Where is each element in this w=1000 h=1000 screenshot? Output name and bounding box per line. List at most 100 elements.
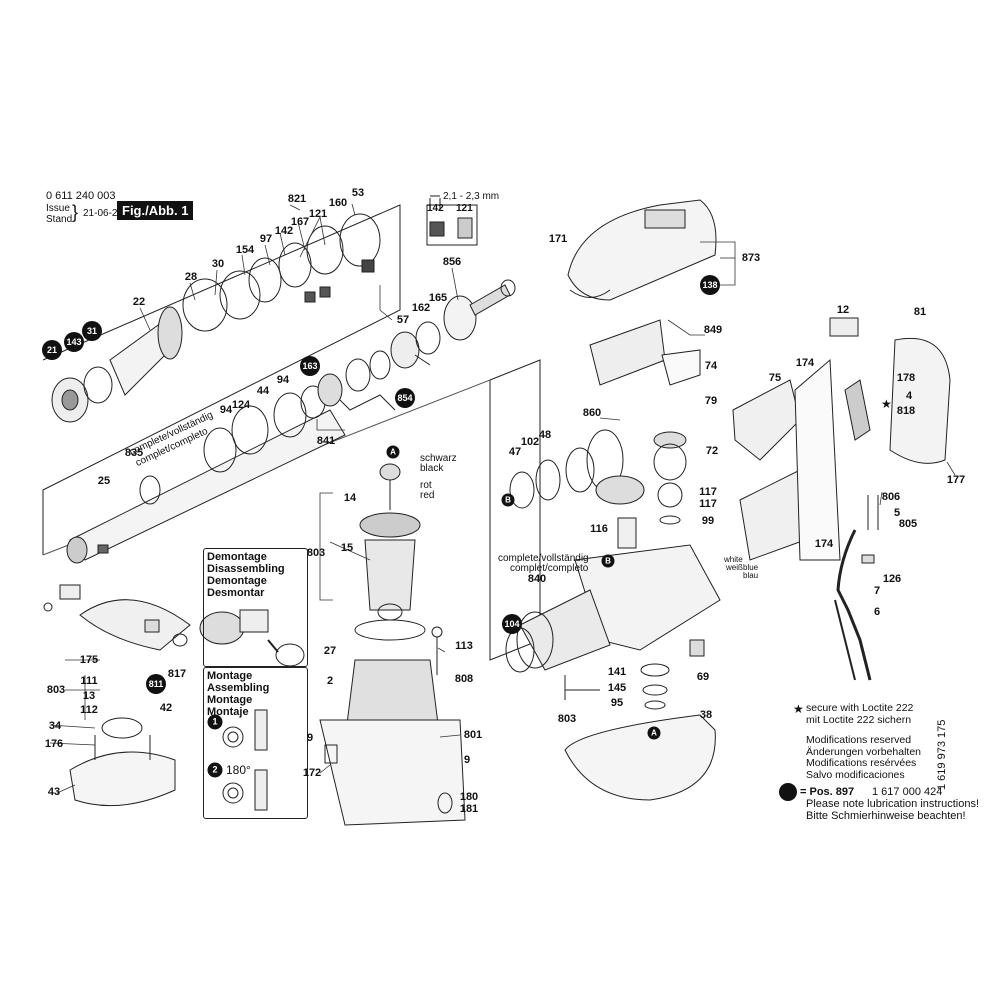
- loctite-star: ★: [793, 702, 804, 716]
- callout: 154: [235, 244, 255, 256]
- callout: 94: [276, 374, 290, 386]
- top-cover: [567, 199, 717, 301]
- lubricated-callout: 163: [300, 356, 320, 376]
- callout: 177: [946, 474, 966, 486]
- lubricated-callout: 811: [146, 674, 166, 694]
- callout: 38: [699, 709, 713, 721]
- handle-assembly: [732, 317, 951, 681]
- callout: 172: [302, 767, 322, 779]
- wire-label-schwarz: schwarz: [420, 453, 457, 464]
- callout: 94: [219, 404, 233, 416]
- demontage-line-3: Demontage: [207, 575, 267, 587]
- callout: 181: [459, 803, 479, 815]
- side-code: 1 619 973 175: [936, 719, 948, 790]
- callout: 113: [455, 640, 473, 652]
- wire-label-red: red: [420, 490, 435, 501]
- callout: 803: [46, 684, 66, 696]
- callout: 165: [428, 292, 448, 304]
- callout: 74: [704, 360, 718, 372]
- lubricated-callout: 854: [395, 388, 415, 408]
- callout: 4: [905, 390, 913, 402]
- marker-b-left: B: [501, 493, 515, 507]
- callout: 7: [873, 585, 881, 597]
- wire-label-rot: rot: [420, 480, 432, 491]
- figure-label: Fig./Abb. 1: [117, 201, 194, 220]
- notes-block: secure with Loctite 222 mit Loctite 222 …: [806, 702, 921, 781]
- montage-box: Montage Assembling Montage Montaje: [203, 667, 308, 819]
- stand-label: Stand: [46, 214, 73, 225]
- demontage-line-2: Disassembling: [207, 563, 285, 575]
- callout: 116: [590, 523, 608, 535]
- callout: 167: [290, 216, 310, 228]
- callout: 808: [454, 673, 474, 685]
- callout: 97: [259, 233, 273, 245]
- callout: 25: [97, 475, 111, 487]
- callout: 112: [80, 704, 98, 716]
- gear-housing: [505, 544, 721, 710]
- callout: 178: [896, 372, 916, 384]
- note-mod-3: Modifications resérvées: [806, 757, 917, 769]
- callout: 817: [167, 668, 187, 680]
- marker-a-bottom: A: [647, 726, 661, 740]
- lubrication-note-1: Please note lubrication instructions!: [806, 798, 980, 810]
- gear-housing-group-label-2: complet/completo: [510, 563, 589, 574]
- callout: 180: [459, 791, 479, 803]
- callout: 75: [768, 372, 782, 384]
- callout: 141: [607, 666, 627, 678]
- loctite-star-callout: ★: [881, 397, 892, 411]
- callout: 124: [231, 399, 251, 411]
- callout: 860: [582, 407, 602, 419]
- callout: 145: [607, 682, 627, 694]
- callout: 72: [705, 445, 719, 457]
- wire-label-black: black: [420, 463, 444, 474]
- montage-artwork: [222, 709, 268, 811]
- brush-holder: [43, 584, 191, 651]
- chuck-assembly: [51, 213, 381, 423]
- callout: 174: [795, 357, 815, 369]
- callout: 162: [411, 302, 431, 314]
- motor-housing: [319, 626, 466, 826]
- lubricated-callout: 104: [502, 614, 522, 634]
- detail-part-142: 142: [427, 203, 444, 214]
- issue-date: 21-06-21: [83, 208, 124, 219]
- montage-step-2: 2: [207, 762, 223, 778]
- callout: 849: [703, 324, 723, 336]
- dimension-detail: [426, 198, 478, 246]
- callout: 806: [881, 491, 901, 503]
- group-frame-left: [42, 204, 401, 491]
- demontage-line-1: Demontage: [207, 551, 267, 563]
- callout: 28: [184, 271, 198, 283]
- demontage-line-4: Desmontar: [207, 587, 265, 599]
- callout: 821: [287, 193, 307, 205]
- montage-line-2: Assembling: [207, 682, 270, 694]
- demontage-artwork: [199, 609, 305, 667]
- callout: 841: [316, 435, 336, 447]
- note-loctite-1: secure with Loctite 222: [806, 702, 914, 714]
- bottom-tray: [564, 714, 716, 801]
- callout: 9: [306, 732, 314, 744]
- callout: 818: [896, 405, 916, 417]
- marker-a-top: A: [386, 445, 400, 459]
- callout: 174: [814, 538, 834, 550]
- callout: 42: [159, 702, 173, 714]
- spindle: [66, 385, 346, 564]
- lubricated-callout: 31: [82, 321, 102, 341]
- document-number: 0 611 240 003: [46, 190, 116, 202]
- armature: [354, 463, 426, 641]
- callout: 171: [548, 233, 568, 245]
- lubrication-part: 1 617 000 424: [872, 786, 943, 798]
- callout: 57: [396, 314, 410, 326]
- callout: 805: [898, 518, 918, 530]
- lubrication-dot: [779, 783, 797, 801]
- montage-line-1: Montage: [207, 670, 253, 682]
- callout: 99: [701, 515, 715, 527]
- callout: 117: [699, 498, 717, 510]
- callout: 22: [132, 296, 146, 308]
- callout: 12: [836, 304, 850, 316]
- callout: 69: [696, 671, 710, 683]
- callout: 13: [82, 690, 96, 702]
- callout: 835: [124, 447, 144, 459]
- callout: 48: [538, 429, 552, 441]
